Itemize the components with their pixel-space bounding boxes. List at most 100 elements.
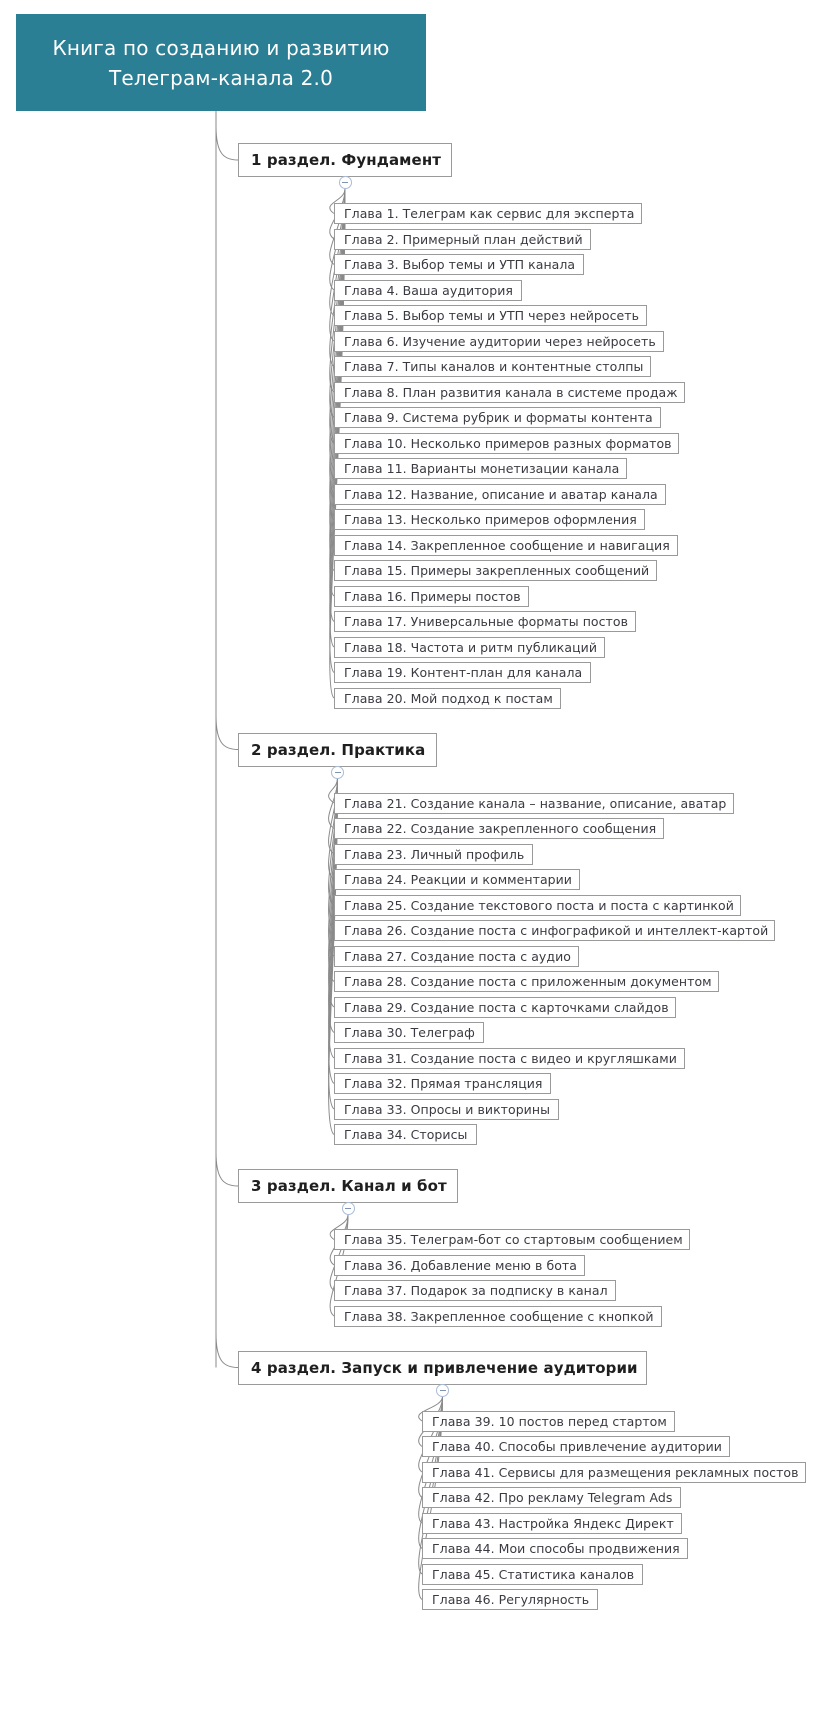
chapter-node-label: Глава 2. Примерный план действий [344, 231, 583, 247]
chapter-node[interactable]: Глава 25. Создание текстового поста и по… [334, 894, 741, 916]
section-node-1[interactable]: 1 раздел. Фундамент [238, 143, 452, 177]
chapter-node-label: Глава 32. Прямая трансляция [344, 1076, 543, 1091]
chapter-node[interactable]: Глава 10. Несколько примеров разных форм… [334, 432, 679, 454]
chapter-node[interactable]: Глава 17. Универсальные форматы постов [334, 611, 636, 632]
chapter-node-label: Глава 4. Ваша аудитория [344, 282, 513, 298]
chapter-node[interactable]: Глава 7. Типы каналов и контентные столп… [334, 356, 651, 377]
chapter-node-label: Глава 28. Создание поста с приложенным д… [344, 974, 712, 989]
chapter-node[interactable]: Глава 33. Опросы и викторины [334, 1098, 559, 1120]
chapter-node-label: Глава 16. Примеры постов [344, 588, 521, 604]
chapter-node[interactable]: Глава 34. Сторисы [334, 1124, 477, 1145]
chapter-node[interactable]: Глава 15. Примеры закрепленных сообщений [334, 560, 657, 581]
chapter-node-label: Глава 43. Настройка Яндекс Директ [432, 1515, 674, 1531]
chapter-node[interactable]: Глава 39. 10 постов перед стартом [422, 1410, 675, 1432]
chapter-node[interactable]: Глава 6. Изучение аудитории через нейрос… [334, 330, 664, 352]
chapter-node-label: Глава 19. Контент-план для канала [344, 665, 583, 680]
chapter-node[interactable]: Глава 11. Варианты монетизации канала [334, 458, 627, 479]
chapter-node-label: Глава 23. Личный профиль [344, 846, 525, 862]
chapter-node[interactable]: Глава 36. Добавление меню в бота [334, 1254, 585, 1276]
collapse-minus-icon[interactable] [331, 765, 344, 779]
chapter-node[interactable]: Глава 22. Создание закрепленного сообщен… [334, 818, 664, 839]
chapter-node[interactable]: Глава 45. Статистика каналов [422, 1563, 643, 1585]
chapter-node[interactable]: Глава 9. Система рубрик и форматы контен… [334, 407, 661, 428]
chapter-node[interactable]: Глава 44. Мои способы продвижения [422, 1538, 688, 1559]
chapter-node-label: Глава 11. Варианты монетизации канала [344, 461, 620, 476]
chapter-node-label: Глава 42. Про рекламу Telegram Ads [432, 1490, 673, 1505]
chapter-node[interactable]: Глава 40. Способы привлечение аудитории [422, 1436, 730, 1457]
section-node-label: 1 раздел. Фундамент [251, 151, 442, 169]
chapter-node[interactable]: Глава 43. Настройка Яндекс Директ [422, 1512, 682, 1534]
chapter-node-label: Глава 37. Подарок за подписку в канал [344, 1283, 608, 1298]
root-node-label: Книга по созданию и развитию Телеграм-ка… [52, 35, 390, 90]
chapter-node-label: Глава 27. Создание поста с аудио [344, 948, 571, 964]
section-node-2[interactable]: 2 раздел. Практика [238, 732, 437, 767]
chapter-node[interactable]: Глава 35. Телеграм-бот со стартовым сооб… [334, 1229, 690, 1250]
chapter-node[interactable]: Глава 2. Примерный план действий [334, 228, 591, 250]
chapter-node-label: Глава 18. Частота и ритм публикаций [344, 639, 598, 655]
chapter-node[interactable]: Глава 13. Несколько примеров оформления [334, 509, 645, 530]
chapter-node[interactable]: Глава 18. Частота и ритм публикаций [334, 636, 605, 658]
chapter-node[interactable]: Глава 19. Контент-план для канала [334, 662, 591, 683]
chapter-node[interactable]: Глава 23. Личный профиль [334, 843, 533, 865]
section-node-label: 4 раздел. Запуск и привлечение аудитории [251, 1358, 638, 1377]
section-node-label: 3 раздел. Канал и бот [251, 1177, 447, 1195]
chapter-node-label: Глава 20. Мой подход к постам [344, 690, 553, 706]
section-node-3[interactable]: 3 раздел. Канал и бот [238, 1169, 458, 1203]
chapter-node[interactable]: Глава 4. Ваша аудитория [334, 279, 522, 301]
chapter-node[interactable]: Глава 37. Подарок за подписку в канал [334, 1280, 616, 1301]
collapse-minus-icon[interactable] [341, 1202, 355, 1215]
chapter-node[interactable]: Глава 38. Закрепленное сообщение с кнопк… [334, 1305, 662, 1327]
chapter-node-label: Глава 9. Система рубрик и форматы контен… [344, 410, 653, 425]
chapter-node-label: Глава 17. Универсальные форматы постов [344, 614, 628, 629]
chapter-node-label: Глава 5. Выбор темы и УТП через нейросет… [344, 308, 639, 323]
chapter-node[interactable]: Глава 1. Телеграм как сервис для эксперт… [334, 203, 642, 224]
chapter-node-label: Глава 10. Несколько примеров разных форм… [344, 435, 672, 451]
chapter-node-label: Глава 6. Изучение аудитории через нейрос… [344, 333, 656, 349]
chapter-node[interactable]: Глава 20. Мой подход к постам [334, 687, 561, 709]
chapter-node-label: Глава 25. Создание текстового поста и по… [344, 897, 734, 913]
chapter-node[interactable]: Глава 12. Название, описание и аватар ка… [334, 483, 666, 505]
section-node-4[interactable]: 4 раздел. Запуск и привлечение аудитории [238, 1350, 647, 1385]
chapter-node[interactable]: Глава 28. Создание поста с приложенным д… [334, 971, 719, 992]
chapter-node-label: Глава 12. Название, описание и аватар ка… [344, 486, 658, 502]
chapter-node-label: Глава 39. 10 постов перед стартом [432, 1413, 667, 1429]
chapter-node[interactable]: Глава 21. Создание канала – название, оп… [334, 792, 734, 814]
chapter-node[interactable]: Глава 26. Создание поста с инфографикой … [334, 920, 775, 941]
chapter-node[interactable]: Глава 46. Регулярность [422, 1589, 598, 1610]
chapter-node[interactable]: Глава 8. План развития канала в системе … [334, 381, 685, 403]
chapter-node-label: Глава 31. Создание поста с видео и кругл… [344, 1050, 677, 1066]
chapter-node-label: Глава 35. Телеграм-бот со стартовым сооб… [344, 1232, 683, 1247]
section-node-label: 2 раздел. Практика [251, 740, 426, 759]
chapter-node[interactable]: Глава 42. Про рекламу Telegram Ads [422, 1487, 681, 1508]
chapter-node-label: Глава 14. Закрепленное сообщение и навиг… [344, 537, 670, 553]
chapter-node-label: Глава 41. Сервисы для размещения рекламн… [432, 1464, 799, 1480]
chapter-node-label: Глава 45. Статистика каналов [432, 1566, 635, 1582]
chapter-node-label: Глава 21. Создание канала – название, оп… [344, 795, 727, 811]
chapter-node[interactable]: Глава 3. Выбор темы и УТП канала [334, 254, 584, 275]
chapter-node[interactable]: Глава 41. Сервисы для размещения рекламн… [422, 1461, 806, 1483]
chapter-node[interactable]: Глава 16. Примеры постов [334, 585, 529, 607]
chapter-node-label: Глава 46. Регулярность [432, 1592, 590, 1607]
chapter-node[interactable]: Глава 27. Создание поста с аудио [334, 945, 579, 967]
chapter-node[interactable]: Глава 14. Закрепленное сообщение и навиг… [334, 534, 678, 556]
chapter-node[interactable]: Глава 32. Прямая трансляция [334, 1073, 551, 1094]
chapter-node-label: Глава 34. Сторисы [344, 1127, 468, 1142]
chapter-node-label: Глава 24. Реакции и комментарии [344, 872, 572, 887]
collapse-minus-icon[interactable] [338, 176, 352, 189]
chapter-node-label: Глава 13. Несколько примеров оформления [344, 512, 637, 527]
chapter-node[interactable]: Глава 30. Телеграф [334, 1022, 484, 1043]
chapter-node[interactable]: Глава 5. Выбор темы и УТП через нейросет… [334, 305, 647, 326]
chapter-node[interactable]: Глава 24. Реакции и комментарии [334, 869, 580, 890]
chapter-node-label: Глава 22. Создание закрепленного сообщен… [344, 821, 657, 836]
chapter-node-label: Глава 36. Добавление меню в бота [344, 1257, 577, 1273]
chapter-node-label: Глава 40. Способы привлечение аудитории [432, 1439, 722, 1454]
chapter-node-label: Глава 29. Создание поста с карточками сл… [344, 999, 669, 1015]
root-node[interactable]: Книга по созданию и развитию Телеграм-ка… [16, 14, 426, 111]
chapter-node[interactable]: Глава 29. Создание поста с карточками сл… [334, 996, 676, 1018]
chapter-node-label: Глава 1. Телеграм как сервис для эксперт… [344, 206, 635, 221]
chapter-node[interactable]: Глава 31. Создание поста с видео и кругл… [334, 1047, 685, 1069]
collapse-minus-icon[interactable] [436, 1383, 449, 1397]
chapter-node-label: Глава 33. Опросы и викторины [344, 1101, 551, 1117]
chapter-node-label: Глава 26. Создание поста с инфографикой … [344, 923, 769, 938]
